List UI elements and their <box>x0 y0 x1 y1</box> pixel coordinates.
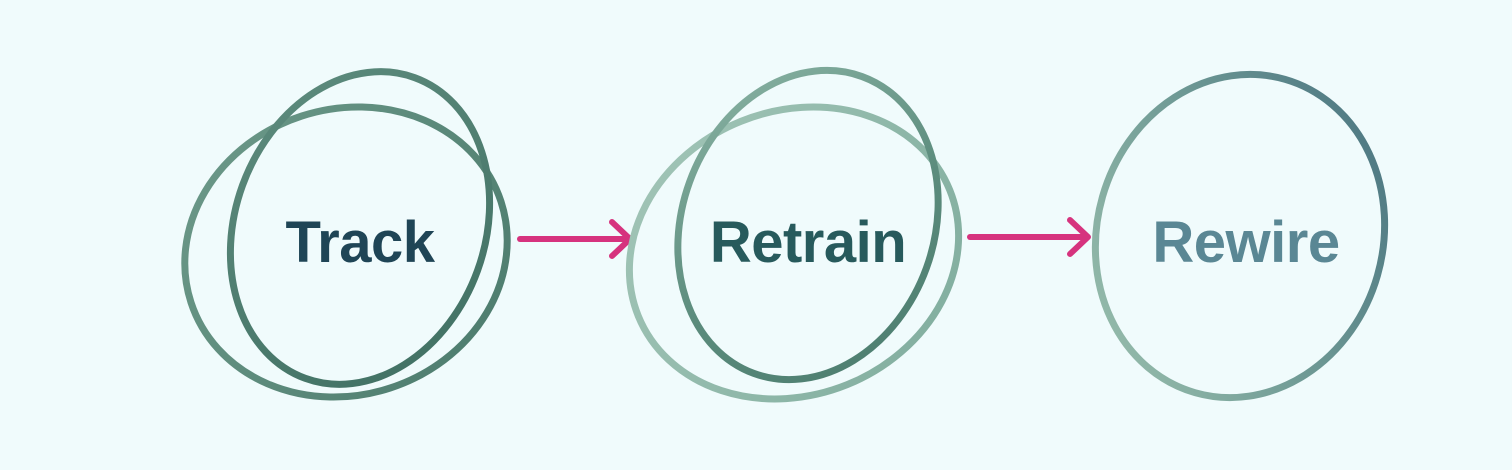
rewire-loop-single <box>1091 70 1389 402</box>
retrain-loops <box>625 66 963 403</box>
step-label-track: Track <box>285 210 435 275</box>
rewire-loop <box>1091 70 1389 402</box>
retrain-loop-inner <box>674 66 942 384</box>
step-label-rewire: Rewire <box>1152 210 1339 275</box>
track-loop-outer <box>181 103 511 401</box>
arrow-track-to-retrain <box>517 219 633 259</box>
step-label-retrain: Retrain <box>710 210 906 275</box>
arrow-retrain-to-rewire <box>967 217 1091 257</box>
retrain-loop-outer <box>625 103 963 403</box>
track-loops <box>181 68 511 401</box>
track-loop-inner <box>226 68 494 388</box>
